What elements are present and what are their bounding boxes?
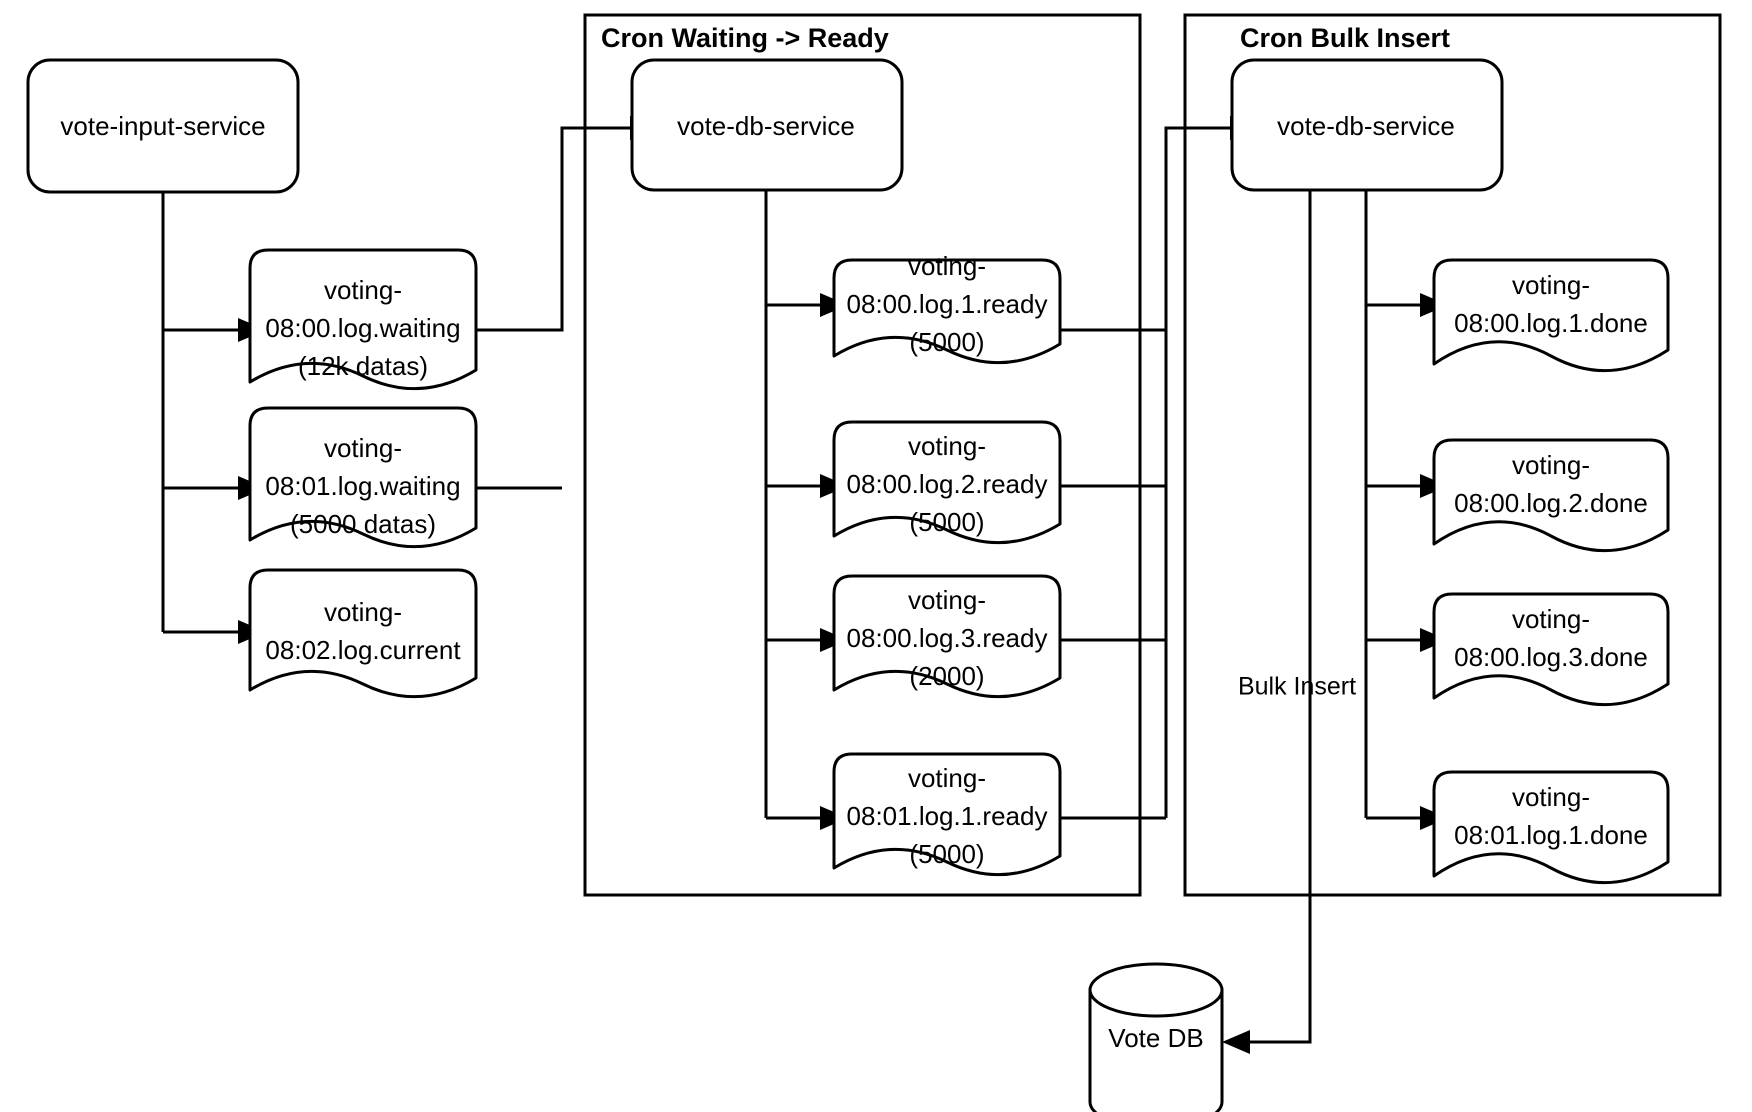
document-w2-line2: 08:01.log.waiting [265,471,460,501]
vote-db-top [1088,962,1224,1018]
document-r4-line1: voting- [908,763,986,793]
vote-input-service-box[interactable] [26,58,300,194]
document-r4-shape[interactable] [832,752,1062,877]
document-voting-0800-log-2-done[interactable]: voting- 08:00.log.2.done [1432,438,1670,553]
document-w1-line2: 08:00.log.waiting [265,313,460,343]
document-r3-line3: (2000) [909,661,984,691]
node-vote-input-service[interactable]: vote-input-service [26,58,300,194]
document-r1-line1: voting- [908,251,986,281]
document-w1-line3: (12k datas) [298,351,428,381]
document-d4-line2: 08:01.log.1.done [1454,820,1648,850]
document-r2-shape[interactable] [832,420,1062,545]
edge-label-bulk-insert: Bulk Insert [1238,673,1356,701]
document-d1-line1: voting- [1512,270,1590,300]
vote-db-label: Vote DB [1108,1023,1203,1053]
document-w1-shape[interactable] [248,248,478,391]
document-d2-line2: 08:00.log.2.done [1454,488,1648,518]
group-cron-waiting-ready [583,13,1142,897]
group-title-cron-waiting-ready: Cron Waiting -> Ready [601,23,889,53]
document-w1-line1: voting- [324,275,402,305]
document-r1-line2: 08:00.log.1.ready [847,289,1048,319]
edge-bus-to-dbbulk [1164,126,1230,818]
vote-db-service-waiting-label: vote-db-service [677,111,855,141]
vote-db-body[interactable] [1088,988,1224,1112]
document-w2-shape[interactable] [248,406,478,549]
document-r3-line1: voting- [908,585,986,615]
document-r1-shape[interactable] [832,258,1062,365]
document-d2-line1: voting- [1512,450,1590,480]
group-title-cron-bulk-insert: Cron Bulk Insert [1240,23,1450,53]
vote-db-service-bulk-box[interactable] [1230,58,1504,192]
document-voting-0800-log-2-ready[interactable]: voting- 08:00.log.2.ready (5000) [832,420,1062,545]
document-d3-shape[interactable] [1432,592,1670,707]
document-voting-0802-log-current[interactable]: voting- 08:02.log.current [248,568,478,699]
document-r4-line3: (5000) [909,839,984,869]
edge-w1-to-dbwaiting [475,126,630,332]
document-r2-line2: 08:00.log.2.ready [847,469,1048,499]
group-cron-bulk-insert [1183,13,1722,897]
document-voting-0801-log-1-done[interactable]: voting- 08:01.log.1.done [1432,770,1670,885]
document-w2-line1: voting- [324,433,402,463]
document-r3-shape[interactable] [832,574,1062,699]
vote-db-service-waiting-box[interactable] [630,58,904,192]
document-w3-line1: voting- [324,597,402,627]
document-d1-line2: 08:00.log.1.done [1454,308,1648,338]
vote-input-service-label: vote-input-service [60,111,265,141]
document-voting-0800-log-1-done[interactable]: voting- 08:00.log.1.done [1432,258,1670,373]
document-voting-0801-log-1-ready[interactable]: voting- 08:01.log.1.ready (5000) [832,752,1062,877]
node-vote-db[interactable]: Vote DB [1088,962,1224,1112]
document-d1-shape[interactable] [1432,258,1670,373]
vote-db-service-bulk-label: vote-db-service [1277,111,1455,141]
document-voting-0800-log-3-done[interactable]: voting- 08:00.log.3.done [1432,592,1670,707]
document-d4-line1: voting- [1512,782,1590,812]
document-d2-shape[interactable] [1432,438,1670,553]
node-vote-db-service-waiting[interactable]: vote-db-service [630,58,904,192]
arrowhead-bulk-insert-to-votedb [1222,1030,1250,1054]
document-d3-line2: 08:00.log.3.done [1454,642,1648,672]
document-r1-line3: (5000) [909,327,984,357]
document-d3-line1: voting- [1512,604,1590,634]
document-w3-line2: 08:02.log.current [265,635,461,665]
document-voting-0800-log-waiting[interactable]: voting- 08:00.log.waiting (12k datas) [248,248,478,391]
document-r3-line2: 08:00.log.3.ready [847,623,1048,653]
document-r2-line3: (5000) [909,507,984,537]
document-w2-line3: (5000 datas) [290,509,436,539]
document-voting-0800-log-1-ready[interactable]: voting- 08:00.log.1.ready (5000) [832,251,1062,365]
document-d4-shape[interactable] [1432,770,1670,885]
document-voting-0801-log-waiting[interactable]: voting- 08:01.log.waiting (5000 datas) [248,406,478,549]
document-voting-0800-log-3-ready[interactable]: voting- 08:00.log.3.ready (2000) [832,574,1062,699]
document-r2-line1: voting- [908,431,986,461]
document-w3-shape[interactable] [248,568,478,699]
document-r4-line2: 08:01.log.1.ready [847,801,1048,831]
edge-bulk-insert-to-votedb [1250,189,1312,1044]
node-vote-db-service-bulk[interactable]: vote-db-service [1230,58,1504,192]
